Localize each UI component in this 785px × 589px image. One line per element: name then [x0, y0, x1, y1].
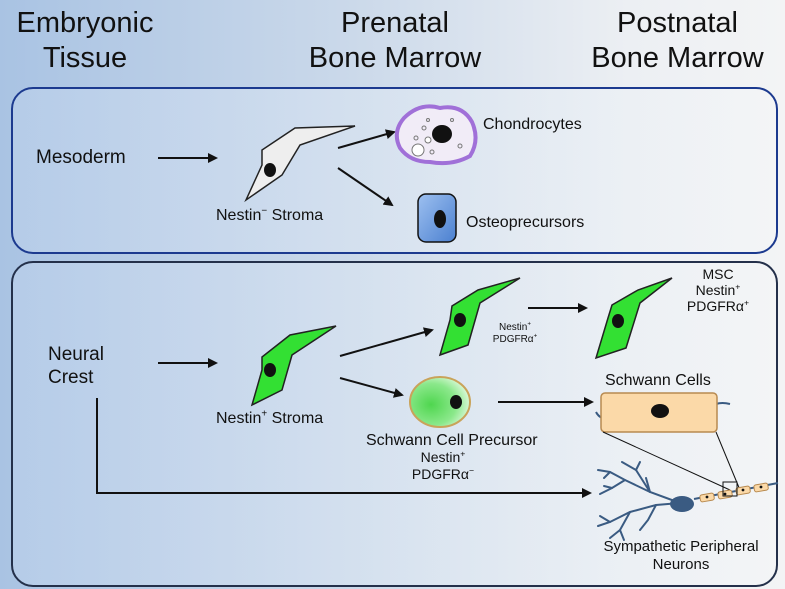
- neurons-line1: Sympathetic Peripheral: [603, 538, 759, 555]
- nestin-pos-text: Nestin: [216, 410, 262, 427]
- header-postnatal: Postnatal Bone Marrow: [570, 6, 785, 76]
- neural-crest-line2: Crest: [48, 367, 94, 388]
- msc-label: MSC Nestin+ PDGFRα+: [668, 266, 768, 314]
- nestin-pos-stroma-nucleus: [264, 363, 276, 377]
- nestin-neg-stroma-cell: [244, 125, 356, 203]
- mid-cell-line1: Nestin: [499, 322, 528, 333]
- header-postnatal-line1: Postnatal: [617, 7, 738, 39]
- msc-line3: PDGFRα: [686, 298, 744, 314]
- nestin-pos-sup: +: [261, 408, 268, 420]
- neuron-soma: [670, 496, 694, 512]
- scp-line3-sup: −: [469, 465, 475, 476]
- header-prenatal-line1: Prenatal: [340, 7, 449, 39]
- nestin-neg-stroma-nucleus: [264, 163, 276, 177]
- chondrocyte-nucleus: [432, 125, 452, 143]
- scp-line2-sup: +: [460, 448, 466, 459]
- scp-line1: Schwann Cell Precursor: [366, 432, 538, 449]
- nestin-neg-sup: −: [261, 205, 268, 217]
- mid-cell-label: Nestin+ PDGFRα+: [480, 320, 550, 346]
- sympathetic-neuron: [597, 461, 681, 541]
- arrow-stroma-to-chondro: [337, 129, 396, 149]
- mesoderm-panel: [11, 87, 778, 254]
- nestin-pos-stroma-label: Nestin+ Stroma: [216, 408, 324, 428]
- arrow-stroma-to-scp: [339, 377, 404, 398]
- osteoprecursors-label: Osteoprecursors: [466, 214, 585, 231]
- msc-line1: MSC: [702, 266, 734, 282]
- mid-green-cell: [438, 277, 521, 357]
- header-embryonic-line1: Embryonic: [16, 7, 154, 39]
- nestin-neg-suffix: Stroma: [267, 207, 324, 224]
- neurons-label: Sympathetic Peripheral Neurons: [588, 538, 774, 574]
- neural-crest-label: Neural Crest: [48, 343, 104, 389]
- mid-green-nucleus: [454, 313, 466, 327]
- zoom-box: [722, 481, 738, 497]
- zoom-line-left: [602, 431, 731, 491]
- msc-line3-sup: +: [744, 297, 750, 308]
- scp-nucleus: [450, 395, 462, 409]
- header-postnatal-line2: Bone Marrow: [591, 42, 764, 74]
- myelin-dots: [705, 485, 763, 499]
- myelin-segments: [699, 482, 769, 503]
- msc-line2: Nestin: [695, 282, 736, 298]
- nestin-neg-stroma-label: Nestin− Stroma: [216, 205, 324, 225]
- header-prenatal-line2: Bone Marrow: [308, 42, 482, 74]
- schwann-nucleus: [651, 404, 669, 418]
- nestin-neg-text: Nestin: [216, 207, 262, 224]
- nestin-pos-stroma-cell: [250, 325, 337, 407]
- zoom-line-right: [715, 431, 741, 491]
- mid-cell-line2: PDGFRα: [492, 334, 534, 345]
- scp-cell: [409, 376, 471, 428]
- mid-cell-line1-sup: +: [527, 320, 531, 328]
- arrow-neural-crest-to-neurons: [96, 398, 592, 498]
- msc-cell: [594, 277, 673, 360]
- chondrocyte-vesicles: [411, 118, 463, 157]
- scp-label: Schwann Cell Precursor Nestin+ PDGFRα−: [366, 432, 538, 483]
- msc-line2-sup: +: [735, 281, 741, 292]
- header-embryonic: Embryonic Tissue: [0, 6, 170, 76]
- schwann-cells-label: Schwann Cells: [605, 372, 711, 389]
- neurons-line2: Neurons: [652, 556, 710, 573]
- scp-line2: Nestin: [420, 449, 461, 465]
- arrow-stroma-to-mid-cell: [339, 327, 434, 357]
- header-prenatal: Prenatal Bone Marrow: [280, 6, 510, 76]
- arrow-stroma-to-osteo: [337, 167, 394, 207]
- msc-nucleus: [612, 314, 624, 328]
- osteoprecursor-nucleus: [434, 210, 446, 228]
- nestin-pos-suffix: Stroma: [267, 410, 324, 427]
- header-embryonic-line2: Tissue: [42, 42, 128, 74]
- neural-crest-line1: Neural: [48, 344, 104, 365]
- chondrocytes-label: Chondrocytes: [483, 116, 582, 133]
- scp-line3: PDGFRα: [411, 466, 469, 482]
- mesoderm-label: Mesoderm: [36, 147, 126, 168]
- mid-cell-line2-sup: +: [533, 332, 538, 340]
